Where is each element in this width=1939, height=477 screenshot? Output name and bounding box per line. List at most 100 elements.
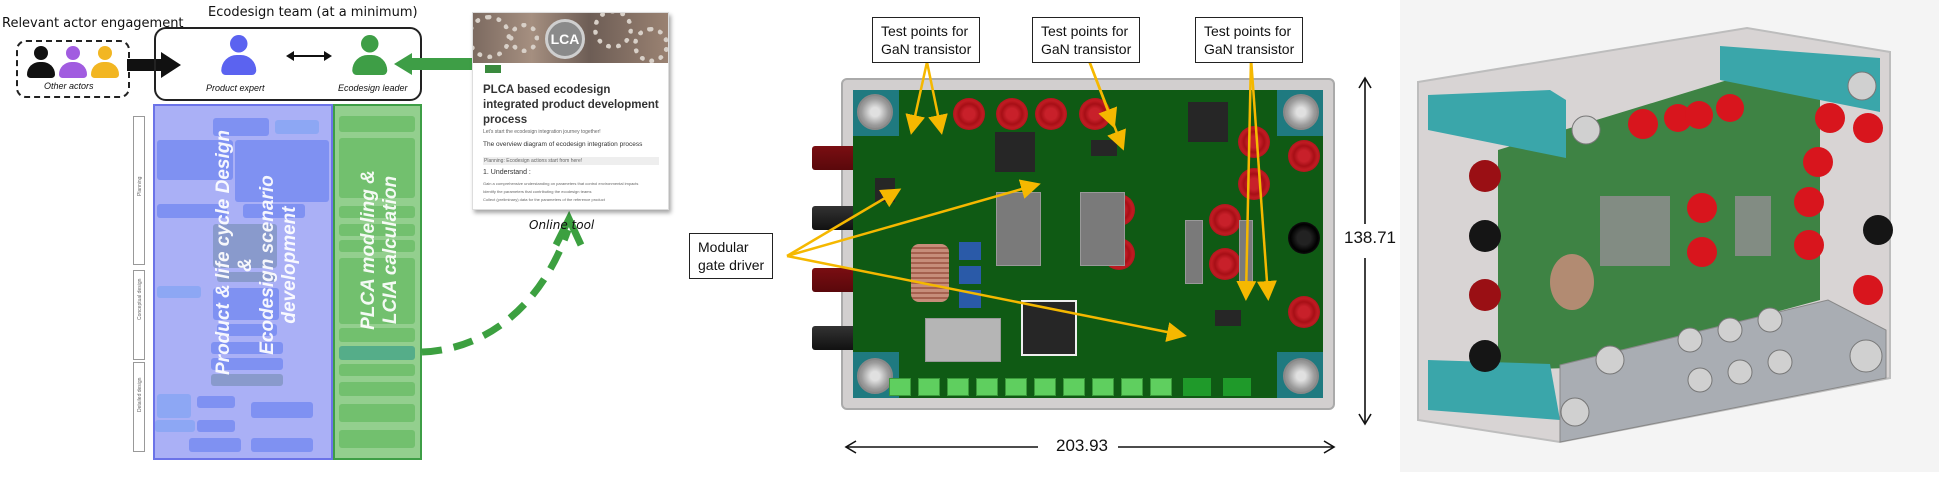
phase-planning: Planning xyxy=(133,116,145,265)
capacitor-bank xyxy=(1185,220,1203,284)
terminal-block xyxy=(1150,378,1172,396)
terminal-block xyxy=(1034,378,1056,396)
flow-box xyxy=(157,394,191,418)
actor-icon-purple xyxy=(58,46,88,80)
tool-line: Gain a comprehensive understanding on pa… xyxy=(483,181,639,186)
ecodesign-leader-icon xyxy=(351,35,389,78)
tool-line: Planning: Ecodesign actions start from h… xyxy=(483,157,659,165)
flow-box xyxy=(339,430,415,448)
flow-box xyxy=(211,342,283,354)
transformer xyxy=(996,192,1041,266)
power-module xyxy=(995,132,1035,172)
header-connector xyxy=(1183,378,1211,396)
product-design-column xyxy=(153,104,333,460)
power-module xyxy=(1188,102,1228,142)
flow-box xyxy=(275,120,319,134)
terminal-block xyxy=(1005,378,1027,396)
terminal-block xyxy=(947,378,969,396)
flow-box xyxy=(243,204,305,218)
flow-box xyxy=(197,420,235,432)
terminal-block xyxy=(918,378,940,396)
flow-box xyxy=(339,224,415,236)
team-icon xyxy=(485,65,501,73)
ecodesign-team-title: Ecodesign team (at a minimum) xyxy=(208,5,418,20)
product-expert-label: Product expert xyxy=(206,83,265,93)
terminal-block xyxy=(1092,378,1114,396)
flow-box xyxy=(235,140,329,202)
test-jack-red xyxy=(953,98,985,130)
flow-box xyxy=(217,324,277,336)
pcb-board xyxy=(853,90,1323,398)
flow-box xyxy=(339,346,415,360)
phase-conceptual-design: Conceptual design xyxy=(133,270,145,360)
standoff xyxy=(1283,94,1319,130)
bidirectional-arrow-icon xyxy=(286,51,332,61)
tool-title: PLCA based ecodesign integrated product … xyxy=(483,84,659,126)
flow-box xyxy=(213,118,269,136)
toroid-inductor xyxy=(911,244,949,302)
flow-box xyxy=(339,116,415,132)
flow-box xyxy=(339,206,415,218)
flow-box xyxy=(251,438,313,452)
test-jack-red xyxy=(1288,140,1320,172)
actor-icon-yellow xyxy=(90,46,120,80)
actor-icon-black xyxy=(26,46,56,80)
height-dimension: 138.71 xyxy=(1340,228,1400,248)
flow-box xyxy=(189,438,241,452)
terminal-block xyxy=(889,378,911,396)
banana-jack-red xyxy=(812,268,858,292)
tool-line: The overview diagram of ecodesign integr… xyxy=(483,141,643,148)
flow-box xyxy=(251,402,313,418)
flow-box xyxy=(211,374,283,386)
tool-line: Let's start the ecodesign integration jo… xyxy=(483,129,601,135)
gate-driver-chip xyxy=(1215,310,1241,326)
terminal-block xyxy=(1121,378,1143,396)
potentiometer xyxy=(959,242,981,260)
flow-box xyxy=(157,140,233,180)
test-jack-red xyxy=(1209,204,1241,236)
flow-box xyxy=(339,258,415,324)
test-jack-red xyxy=(1238,126,1270,158)
relay xyxy=(925,318,1001,362)
test-jack-red xyxy=(1238,168,1270,200)
flow-box xyxy=(339,404,415,422)
terminal-block xyxy=(976,378,998,396)
phase-detailed-design: Detailed design xyxy=(133,362,145,452)
width-dimension: 203.93 xyxy=(1052,436,1112,456)
flow-box xyxy=(157,204,227,218)
standoff xyxy=(857,358,893,394)
tool-line: Identify the parameters that contributin… xyxy=(483,189,592,194)
flow-box xyxy=(155,420,195,432)
banana-jack-red xyxy=(812,146,858,170)
flow-box xyxy=(213,288,279,320)
dashed-arrow-to-tool-icon xyxy=(421,210,585,356)
header-connector xyxy=(1223,378,1251,396)
online-tool-screenshot: LCA PLCA based ecodesign integrated prod… xyxy=(472,12,669,210)
tool-to-leader-arrow-icon xyxy=(394,53,474,75)
tool-line: Collect (preliminary) data for the param… xyxy=(483,197,605,202)
other-actors-group: Other actors xyxy=(16,40,130,98)
flow-box xyxy=(339,138,415,198)
test-jack-red xyxy=(1288,296,1320,328)
lca-badge: LCA xyxy=(545,19,585,59)
flow-box xyxy=(157,286,201,298)
test-jack-red xyxy=(1209,248,1241,280)
actor-engagement-title: Relevant actor engagement xyxy=(2,16,184,31)
flow-box xyxy=(339,240,415,252)
flow-box xyxy=(211,358,283,370)
flow-box xyxy=(339,328,415,342)
render-3d-panel xyxy=(1400,0,1939,472)
flow-box xyxy=(217,272,275,282)
banana-jack-black xyxy=(812,326,858,350)
flow-box xyxy=(197,396,235,408)
flow-box xyxy=(213,224,277,268)
transformer xyxy=(1080,192,1125,266)
standoff xyxy=(857,94,893,130)
ecodesign-leader-label: Ecodesign leader xyxy=(338,83,408,93)
test-jack-red xyxy=(996,98,1028,130)
test-jack-red xyxy=(1035,98,1067,130)
other-actors-label: Other actors xyxy=(44,81,94,91)
